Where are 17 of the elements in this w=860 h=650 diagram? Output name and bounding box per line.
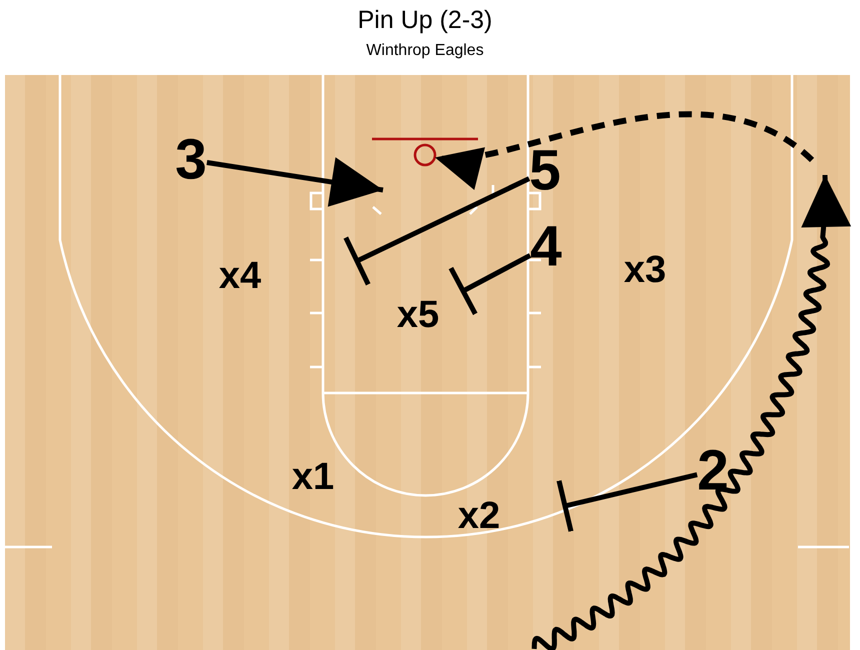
defender-label: x3 xyxy=(624,252,666,288)
defender-label: x2 xyxy=(458,498,500,534)
player-number: 3 xyxy=(175,134,207,186)
screen-line xyxy=(343,176,530,287)
player-number: 5 xyxy=(529,145,561,197)
defender-label: x4 xyxy=(218,258,262,294)
defender-label: x5 xyxy=(396,298,440,332)
dashed-arrow xyxy=(434,111,814,190)
player-number: 2 xyxy=(697,445,729,497)
player-number: 4 xyxy=(530,221,562,273)
screen-line xyxy=(556,472,698,534)
diagram-title: Pin Up (2-3) xyxy=(358,6,492,35)
defender-label: x1 xyxy=(292,460,334,494)
arrow xyxy=(206,157,384,207)
basket-rim xyxy=(414,144,436,166)
screen-line xyxy=(448,253,532,316)
subtitle: Winthrop Eagles xyxy=(366,42,484,60)
